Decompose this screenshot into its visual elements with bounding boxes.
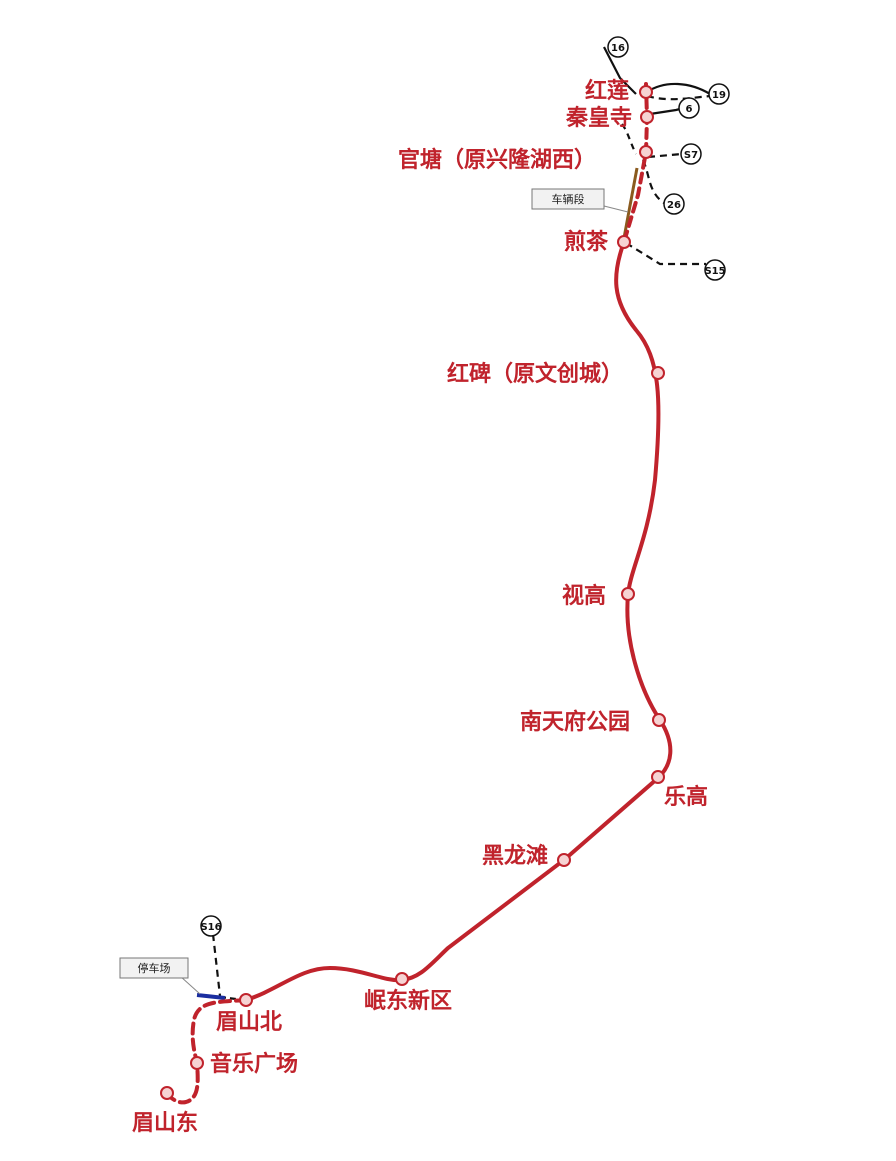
station-marker-nantianfu — [652, 713, 666, 727]
station-marker-guantang — [639, 145, 653, 159]
transfer-s7-badge — [680, 143, 702, 165]
transfer-s15-badge — [704, 259, 726, 281]
transfer-6-label: 6 — [686, 104, 693, 115]
transfer-s15-label: S15 — [704, 266, 725, 277]
station-marker-jiancha — [617, 235, 631, 249]
parking-lot-box — [119, 957, 189, 979]
station-marker-heilongtan — [557, 853, 571, 867]
station-label-jiancha: 煎茶 — [564, 229, 609, 255]
transfer-connectors — [211, 46, 711, 1002]
parking-leader — [179, 975, 201, 995]
station-label-shigao: 视高 — [562, 583, 606, 609]
depot-leader — [603, 205, 629, 213]
station-marker-hongbei — [651, 366, 665, 380]
connector-26 — [641, 159, 665, 204]
station-label-honglian: 红莲 — [585, 78, 629, 104]
connector-19-dashed — [646, 94, 711, 101]
transfer-s16-label: S16 — [200, 922, 221, 933]
station-markers — [160, 85, 666, 1100]
connector-left-dash — [621, 123, 637, 155]
depot-spur — [622, 167, 639, 239]
transfer-s16-badge — [200, 915, 222, 937]
station-marker-yinyue — [190, 1056, 204, 1070]
parking-spur — [196, 993, 226, 1000]
facility-labels: 车辆段 停车场 — [119, 188, 605, 979]
connector-s7 — [647, 152, 683, 159]
station-marker-mindong — [395, 972, 409, 986]
transfer-s7-label: S7 — [684, 150, 698, 161]
transfer-16-badge — [607, 36, 629, 58]
station-label-meishandong: 眉山东 — [132, 1110, 198, 1136]
connector-s16 — [211, 933, 222, 997]
station-marker-qinhuangsi — [640, 110, 654, 124]
transfer-19-badge — [708, 83, 730, 105]
transfer-6-badge — [678, 97, 700, 119]
station-label-yinyue: 音乐广场 — [210, 1051, 298, 1077]
station-label-nantianfu: 南天府公园 — [520, 709, 630, 735]
vehicle-depot-label: 车辆段 — [552, 192, 585, 206]
station-label-mindong: 岷东新区 — [364, 988, 452, 1014]
transfer-19-label: 19 — [712, 90, 726, 101]
main-line-solid — [244, 240, 673, 1002]
transfer-26-badge — [663, 193, 685, 215]
transfer-16-label: 16 — [611, 43, 625, 54]
parking-lot-label: 停车场 — [138, 961, 171, 975]
station-marker-legao — [651, 770, 665, 784]
vehicle-depot-box — [531, 188, 605, 210]
station-label-legao: 乐高 — [664, 784, 708, 810]
station-label-heilongtan: 黑龙滩 — [482, 843, 548, 869]
station-label-qinhuangsi: 秦皇寺 — [565, 105, 632, 131]
station-label-meishanbei: 眉山北 — [216, 1009, 282, 1035]
station-label-hongbei: 红碑（原文创城） — [447, 361, 623, 387]
connector-19-solid — [646, 82, 711, 95]
transfer-26-label: 26 — [667, 200, 681, 211]
station-marker-honglian — [639, 85, 653, 99]
station-label-guantang: 官塘（原兴隆湖西） — [398, 147, 596, 173]
station-marker-meishandong — [160, 1086, 174, 1100]
connector-16 — [603, 46, 637, 95]
station-labels: 红莲 秦皇寺 官塘（原兴隆湖西） 煎茶 红碑（原文创城） 视高 南天府公园 乐高… — [132, 78, 708, 1136]
station-marker-meishanbei — [239, 993, 253, 1007]
transfer-badges: 16 19 6 S7 26 S15 S16 — [200, 36, 730, 937]
station-marker-shigao — [621, 587, 635, 601]
connector-s15 — [625, 242, 706, 266]
